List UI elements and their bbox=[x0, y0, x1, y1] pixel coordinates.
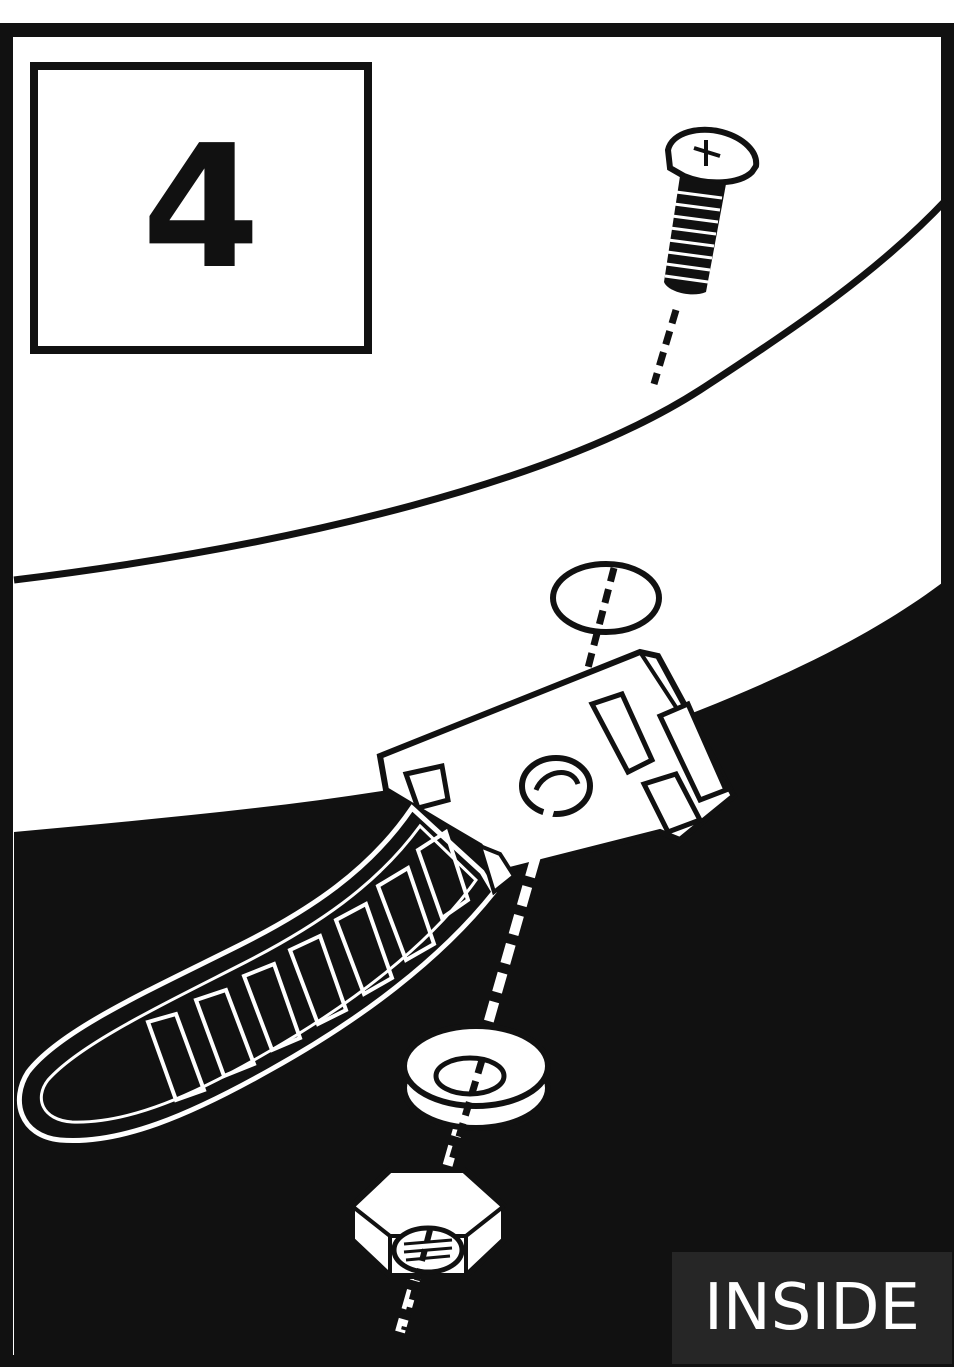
step-number: 4 bbox=[142, 123, 260, 293]
step-number-box: 4 bbox=[30, 62, 372, 354]
inside-label-tag: INSIDE bbox=[672, 1252, 952, 1364]
inside-label: INSIDE bbox=[704, 1271, 920, 1345]
